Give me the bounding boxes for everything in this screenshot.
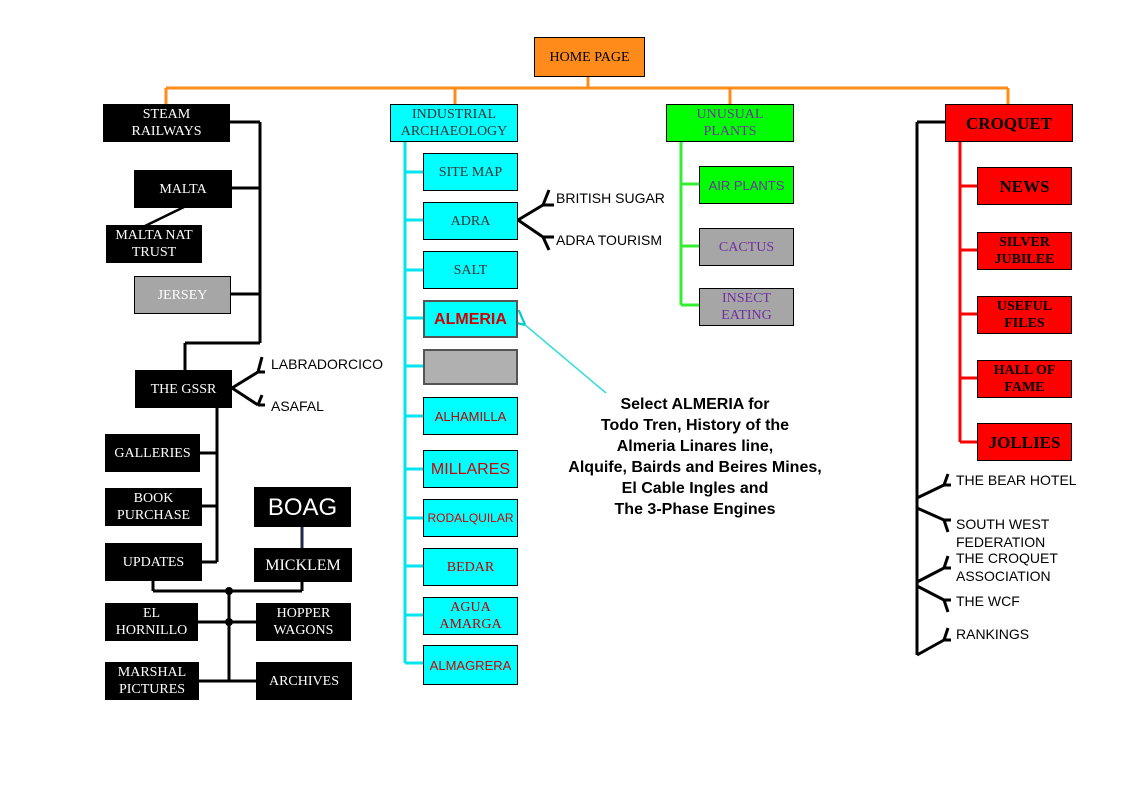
labradorcico-link[interactable]: LABRADORCICO (271, 356, 384, 372)
home-page-button[interactable]: HOME PAGE (534, 37, 645, 77)
malta-nat-trust-button[interactable]: MALTA NAT TRUST (106, 225, 202, 263)
salt-button[interactable]: SALT (423, 251, 518, 289)
adra-tourism-link[interactable]: ADRA TOURISM (556, 232, 663, 248)
galleries-button[interactable]: GALLERIES (105, 434, 200, 472)
silver-jubilee-button[interactable]: SILVER JUBILEE (977, 232, 1072, 270)
home-connectors (164, 76, 1010, 104)
marshal-pictures-button[interactable]: MARSHAL PICTURES (105, 662, 199, 700)
croquet-association-link[interactable]: THE CROQUET ASSOCIATION (956, 550, 1058, 584)
almagrera-button[interactable]: ALMAGRERA (423, 645, 518, 685)
el-hornillo-button[interactable]: EL HORNILLO (105, 603, 198, 641)
insect-eating-button[interactable]: INSECT EATING (699, 288, 794, 326)
british-sugar-link[interactable]: BRITISH SUGAR (556, 190, 665, 206)
almeria-note: Select ALMERIA for Todo Tren, History of… (568, 396, 822, 518)
useful-files-button[interactable]: USEFUL FILES (977, 296, 1072, 334)
hall-of-fame-button[interactable]: HALL OF FAME (977, 360, 1072, 398)
agua-amarga-button[interactable]: AGUA AMARGA (423, 597, 518, 635)
millares-button[interactable]: MILLARES (423, 450, 518, 488)
alhamilla-button[interactable]: ALHAMILLA (423, 397, 518, 435)
south-west-federation-link[interactable]: SOUTH WEST FEDERATION (956, 516, 1050, 550)
croquet-red-connectors (958, 140, 977, 444)
malta-button[interactable]: MALTA (134, 170, 232, 208)
wcf-link[interactable]: THE WCF (956, 593, 1020, 609)
rankings-link[interactable]: RANKINGS (956, 626, 1030, 642)
micklem-button[interactable]: MICKLEM (254, 548, 352, 582)
cactus-button[interactable]: CACTUS (699, 228, 794, 266)
jollies-button[interactable]: JOLLIES (977, 423, 1072, 461)
book-purchase-button[interactable]: BOOK PURCHASE (105, 488, 202, 526)
adra-button[interactable]: ADRA (423, 202, 518, 240)
bedar-button[interactable]: BEDAR (423, 548, 518, 586)
bear-hotel-link[interactable]: THE BEAR HOTEL (956, 472, 1077, 488)
croquet-button[interactable]: CROQUET (945, 104, 1073, 142)
rodalquilar-button[interactable]: RODALQUILAR (423, 499, 518, 537)
updates-button[interactable]: UPDATES (105, 543, 202, 581)
news-button[interactable]: NEWS (977, 167, 1072, 205)
croquet-black-connectors (915, 120, 951, 657)
blank-grey-button[interactable] (423, 349, 518, 385)
almeria-button[interactable]: ALMERIA (423, 300, 518, 338)
jersey-button[interactable]: JERSEY (134, 276, 231, 314)
junction-dots (225, 587, 233, 626)
industrial-connectors (403, 140, 607, 665)
unusual-plants-button[interactable]: UNUSUAL PLANTS (666, 104, 794, 142)
boag-button[interactable]: BOAG (254, 487, 351, 527)
plants-connectors (679, 140, 699, 307)
site-map-button[interactable]: SITE MAP (423, 153, 518, 191)
hopper-wagons-button[interactable]: HOPPER WAGONS (256, 603, 351, 641)
adra-forks (517, 189, 554, 251)
asafal-link[interactable]: ASAFAL (271, 398, 324, 414)
steam-railways-button[interactable]: STEAM RAILWAYS (103, 104, 230, 142)
air-plants-button[interactable]: AIR PLANTS (699, 166, 794, 204)
industrial-archaeology-button[interactable]: INDUSTRIAL ARCHAEOLOGY (390, 104, 518, 142)
archives-button[interactable]: ARCHIVES (256, 662, 352, 700)
gssr-button[interactable]: THE GSSR (135, 370, 232, 408)
